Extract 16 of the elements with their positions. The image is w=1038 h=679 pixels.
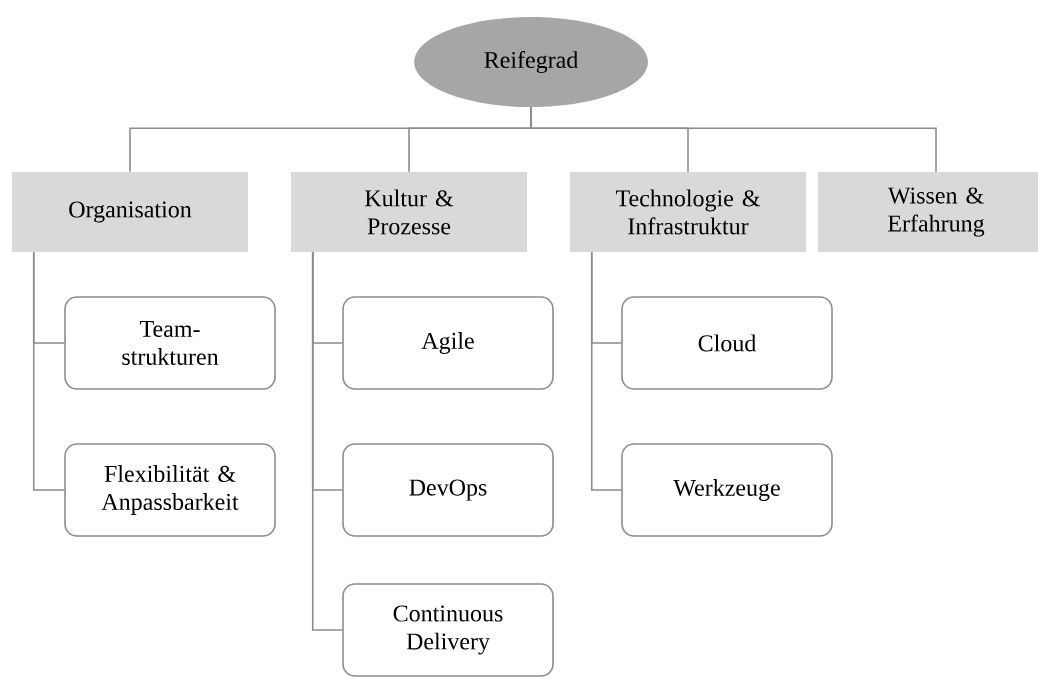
item-box: Werkzeuge: [621, 443, 833, 537]
item-box: Flexibilität & Anpassbarkeit: [64, 443, 276, 537]
connector-line: [530, 106, 937, 173]
item-box: Agile: [342, 296, 554, 390]
connector-line: [590, 251, 622, 491]
ellipse-node: Reifegrad: [414, 17, 648, 107]
connector-line: [32, 251, 65, 491]
item-box: Cloud: [621, 296, 833, 390]
category-box: Wissen & Erfahrung: [818, 172, 1038, 252]
category-box: Organisation: [12, 172, 248, 252]
item-box: DevOps: [342, 443, 554, 537]
category-box: Kultur & Prozesse: [291, 172, 527, 252]
item-box: Team- strukturen: [64, 296, 276, 390]
connector-line: [311, 251, 343, 631]
item-box: Continuous Delivery: [342, 583, 554, 677]
category-box: Technologie & Infrastruktur: [570, 172, 806, 252]
